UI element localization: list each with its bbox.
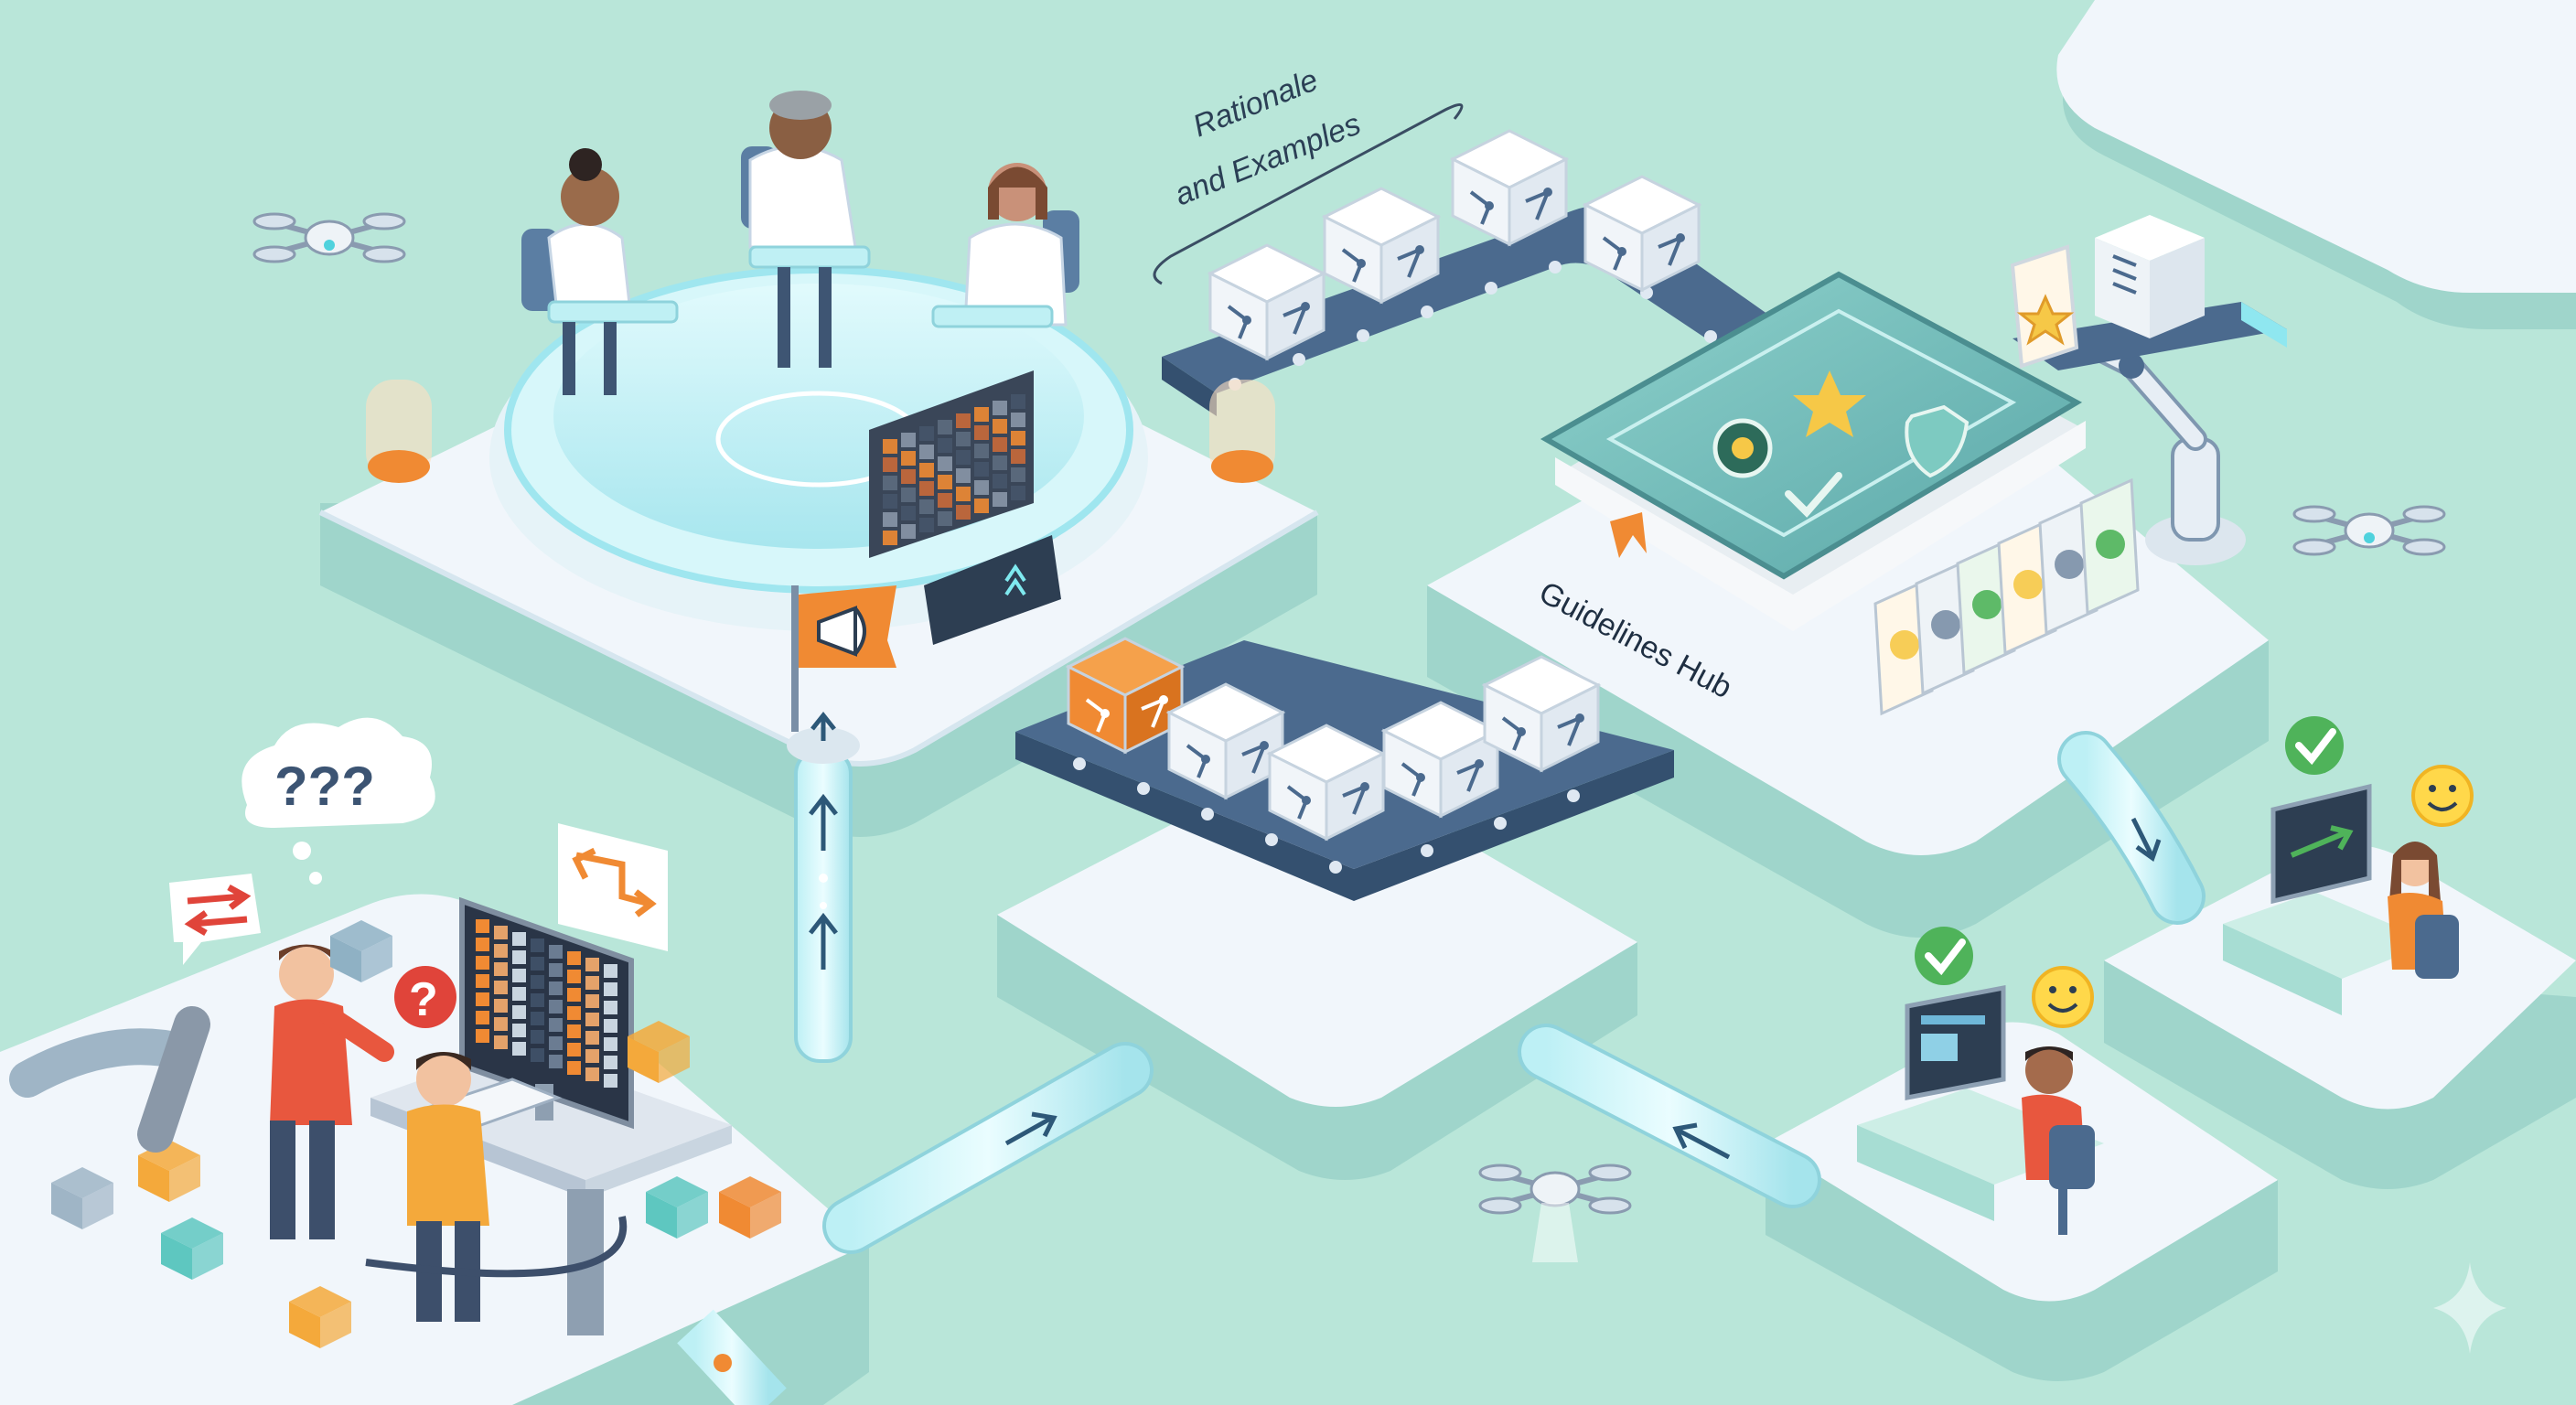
block (51, 1167, 113, 1229)
drone-icon (252, 212, 406, 263)
guidelines-book: Guidelines Hub (1533, 271, 2086, 705)
check-icon (2295, 728, 2336, 766)
expert-left (521, 148, 679, 395)
megaphone-icon (817, 606, 866, 657)
star-icon (1793, 370, 1866, 437)
tube-user-to-center (1518, 1024, 1821, 1208)
mosaic-display (869, 370, 1034, 558)
content-cube (1207, 243, 1327, 361)
smiley-icon (2411, 765, 2474, 827)
expert-center (741, 91, 871, 368)
swap-bubble-left (169, 874, 261, 965)
expert-right (931, 163, 1079, 328)
broken-pipe (9, 1006, 628, 1278)
block (628, 1021, 690, 1083)
swap-bubble-right (558, 823, 668, 951)
user-workstation-2 (2223, 783, 2459, 1015)
drone-bottom (1478, 1164, 1632, 1262)
star-card (2010, 244, 2079, 369)
content-cube (1582, 175, 1702, 293)
check-badge-1 (1915, 927, 1973, 985)
tube-workshop-to-center (822, 1042, 1154, 1254)
content-cube (1266, 724, 1387, 842)
block (289, 1286, 351, 1348)
smiley-icon (2032, 966, 2094, 1028)
workshop-monitor (459, 896, 634, 1130)
shield-icon (1905, 404, 1970, 478)
question-marks: ??? (274, 756, 375, 817)
smiley-2 (2411, 765, 2474, 827)
person-seated (407, 1052, 489, 1322)
person-standing (270, 944, 394, 1239)
check-icon (1785, 472, 1842, 518)
block (330, 920, 392, 982)
guideline-card (2079, 477, 2140, 616)
swap-arrows-icon (184, 884, 252, 937)
tube-hub-to-user (2057, 731, 2206, 925)
tube-bottom (677, 1309, 787, 1405)
check-badge-2 (2285, 716, 2344, 775)
sparkle-icon (2433, 1262, 2506, 1354)
content-cube (1380, 701, 1501, 819)
content-cubes (1065, 129, 1702, 842)
check-icon (1925, 938, 1966, 976)
content-cube (1449, 129, 1570, 247)
thought-cloud: ??? (242, 717, 435, 885)
smiley-1 (2032, 966, 2094, 1028)
tube-vertical (794, 748, 853, 1063)
guideline-cards (1873, 477, 2140, 716)
platform-top-right (2056, 0, 2576, 329)
content-cube (1481, 655, 1602, 773)
question-bubble: ? (394, 966, 456, 1028)
drone-right (2292, 505, 2446, 556)
block (646, 1176, 708, 1239)
announcement-flag (787, 585, 896, 764)
content-cube (1321, 187, 1442, 305)
user-workstation-1 (1857, 984, 2104, 1235)
question-mark: ? (409, 973, 438, 1026)
block (719, 1176, 781, 1239)
drone-top-left (252, 212, 406, 263)
status-panel (924, 535, 1061, 645)
block (161, 1217, 223, 1280)
list-cube (2095, 215, 2205, 338)
